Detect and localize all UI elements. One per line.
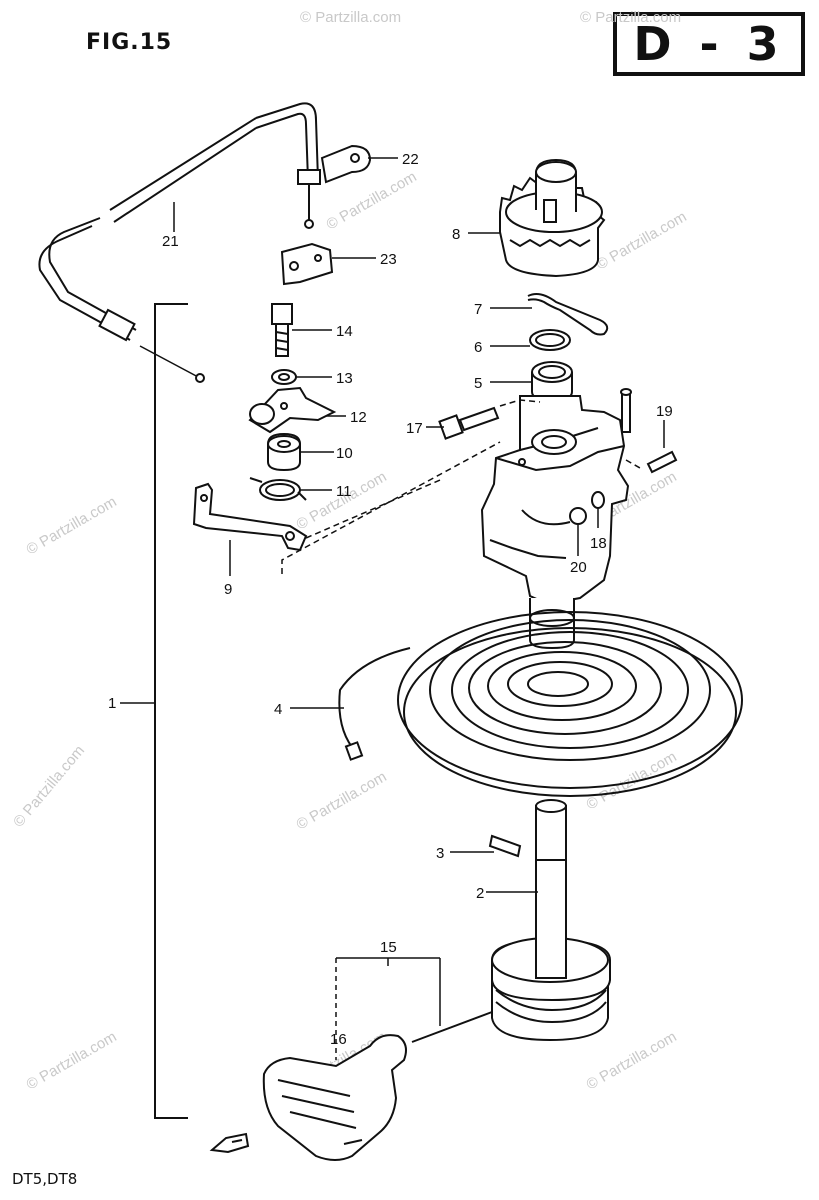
callout-10: 10	[336, 445, 353, 462]
starter-gear-8	[499, 158, 606, 278]
callout-18: 18	[590, 535, 607, 552]
forward-arrow-icon	[209, 1132, 250, 1154]
part-callouts: 1 2 3 4 5 6 7 8 9 10 11 12 13 14 15 16 1…	[108, 151, 673, 1048]
starter-reel-2	[411, 799, 611, 1043]
snap-ring-6	[529, 329, 571, 351]
figure-title: FIG.15	[86, 30, 173, 55]
starter-handle-16	[262, 1034, 407, 1161]
watermark-text: © Partzilla.com	[294, 468, 390, 533]
callout-20: 20	[570, 559, 587, 576]
handle-set-bracket	[335, 957, 441, 1060]
callout-8: 8	[452, 226, 460, 243]
callout-23: 23	[380, 251, 397, 268]
callout-17: 17	[406, 420, 423, 437]
guide-lines	[281, 399, 641, 574]
callout-3: 3	[436, 845, 444, 862]
pin-19	[646, 450, 678, 474]
callout-15: 15	[380, 939, 397, 956]
callout-5: 5	[474, 375, 482, 392]
watermark-text: © Partzilla.com	[580, 9, 681, 26]
assembly-bracket	[120, 303, 188, 1119]
collar-10	[267, 432, 301, 472]
lever-12	[248, 386, 337, 434]
callout-6: 6	[474, 339, 482, 356]
callout-13: 13	[336, 370, 353, 387]
callout-16: 16	[330, 1031, 347, 1048]
watermark-text: © Partzilla.com	[300, 9, 401, 26]
cable-clamp-22	[320, 144, 372, 184]
watermark-text: © Partzilla.com	[584, 1028, 680, 1093]
section-code-box: D - 3	[613, 12, 805, 76]
watermark-text: © Partzilla.com	[10, 742, 88, 830]
spring-11	[249, 477, 307, 501]
callout-4: 4	[274, 701, 282, 718]
callout-1: 1	[108, 695, 116, 712]
choke-plate-23	[280, 242, 334, 286]
model-label: DT5,DT8	[12, 1170, 78, 1188]
callout-9: 9	[224, 581, 232, 598]
leader-lines	[173, 157, 665, 893]
callout-2: 2	[476, 885, 484, 902]
recoil-spring-4	[338, 611, 743, 797]
callout-21: 21	[162, 233, 179, 250]
callout-7: 7	[474, 301, 482, 318]
callout-19: 19	[656, 403, 673, 420]
watermark-text: © Partzilla.com	[594, 208, 690, 273]
callout-12: 12	[350, 409, 367, 426]
choke-cable	[38, 102, 321, 383]
washer-13	[271, 369, 297, 385]
watermark-text: © Partzilla.com	[24, 493, 120, 558]
watermark-text: © Partzilla.com	[294, 768, 390, 833]
bolt-17	[438, 406, 500, 440]
bracket-9	[192, 482, 308, 552]
callout-22: 22	[402, 151, 419, 168]
spring-clip-7	[527, 293, 609, 336]
starter-housing	[480, 388, 632, 650]
watermark-text: © Partzilla.com	[24, 1028, 120, 1093]
callout-14: 14	[336, 323, 353, 340]
bolt-14	[271, 303, 293, 357]
callout-11: 11	[336, 483, 352, 500]
pin-3	[488, 834, 522, 858]
bushing-5	[531, 361, 573, 402]
